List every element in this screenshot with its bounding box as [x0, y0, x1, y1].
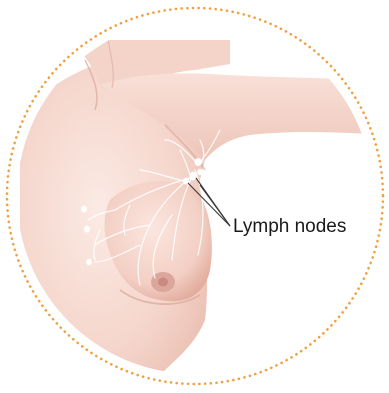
lymph-node: [190, 172, 197, 181]
lymph-node: [86, 259, 92, 265]
lymph-nodes-label: Lymph nodes: [233, 215, 346, 239]
lymph-node: [81, 206, 87, 213]
nipple: [158, 278, 168, 287]
lymph-node: [195, 158, 202, 166]
lymph-node: [197, 169, 203, 175]
lymph-node: [84, 226, 90, 233]
